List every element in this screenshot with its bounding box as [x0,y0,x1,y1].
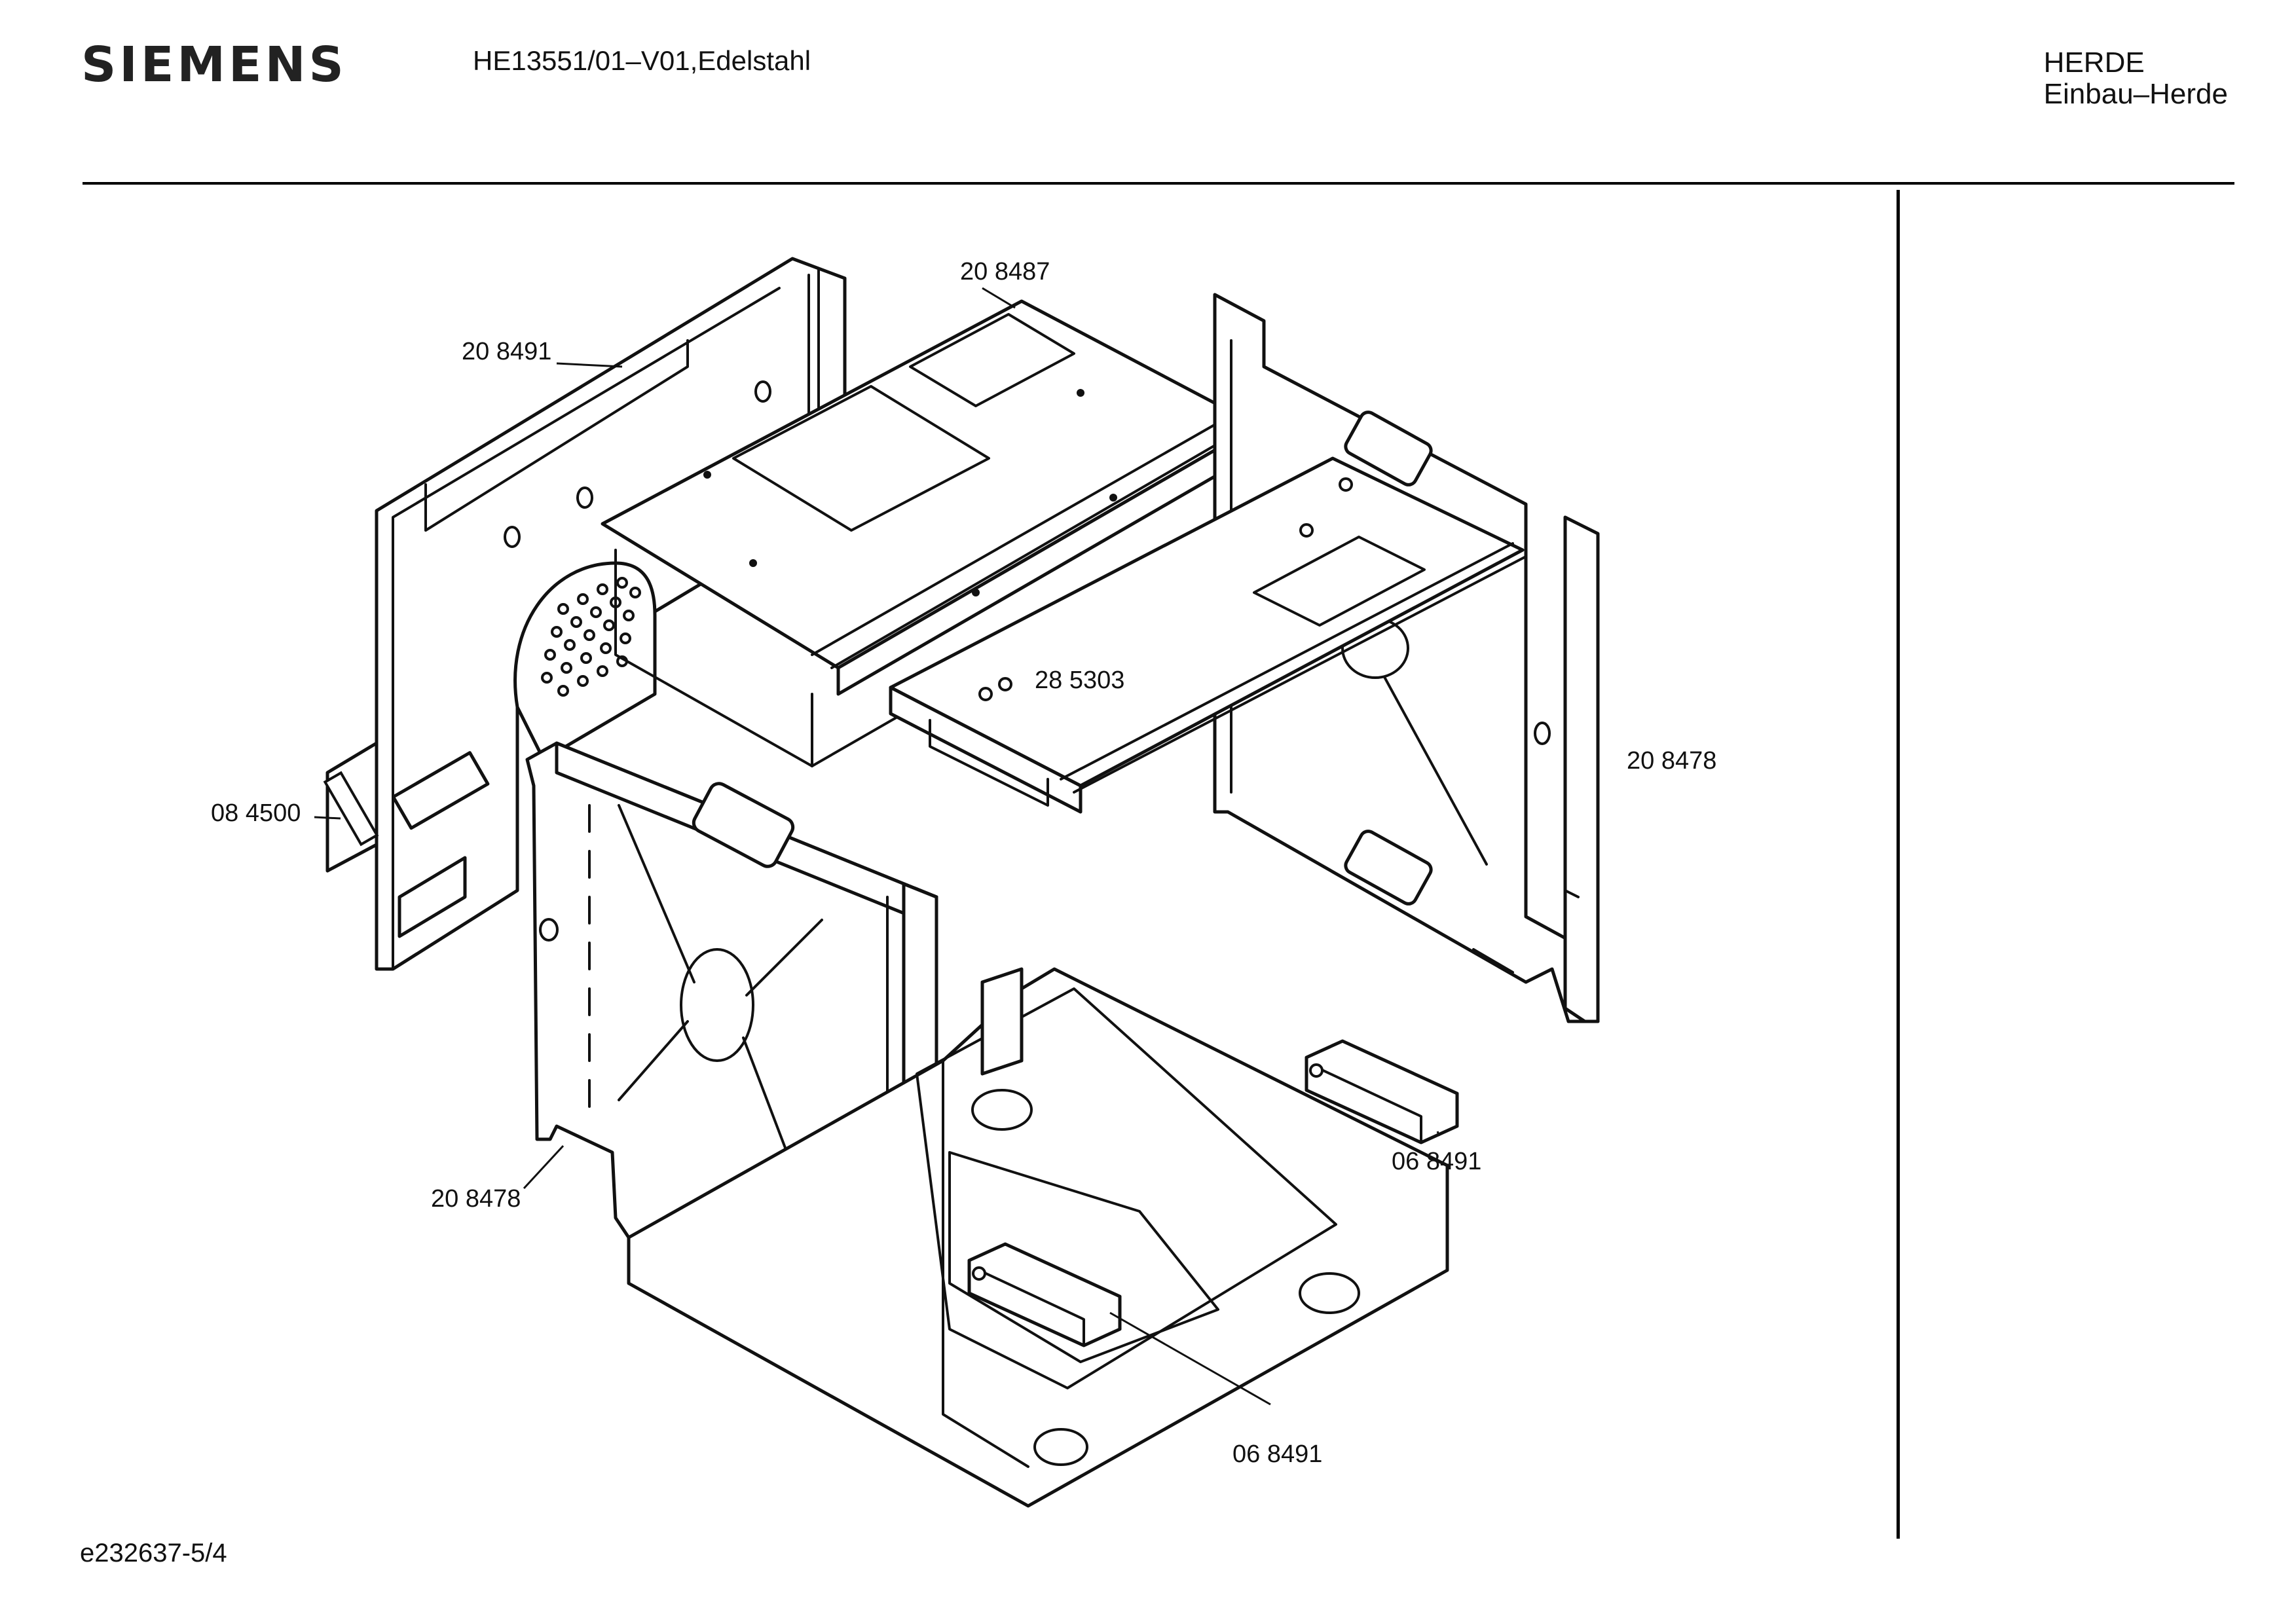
leader-lines [314,287,1441,1406]
part-label: 28 5303 [1035,667,1125,694]
model-title: HE13551/01–V01,Edelstahl [473,45,811,76]
category-line-2: Einbau–Herde [2043,78,2228,110]
part-label: 20 8487 [960,258,1050,285]
part-label: 06 8491 [1232,1440,1323,1468]
part-label: 06 8491 [1392,1148,1482,1175]
category-block: HERDE Einbau–Herde [2044,47,2228,110]
shelf-support-right-part [1305,1039,1459,1145]
brand-logo: SIEMENS [81,37,347,93]
category-line-1: HERDE [2043,46,2145,79]
shelf-support-bottom-part [967,1242,1122,1347]
part-label: 20 8478 [431,1185,521,1213]
document-reference: e232637-5/4 [80,1539,227,1567]
part-label: 20 8491 [462,338,552,365]
part-label: 08 4500 [211,799,301,827]
rail-bracket-part [889,456,1527,814]
fan-cover-part [513,561,657,761]
header-divider [83,182,2234,185]
part-label: 20 8478 [1627,747,1717,775]
side-divider [1897,190,1900,1539]
bottom-tray-part [627,967,1449,1508]
